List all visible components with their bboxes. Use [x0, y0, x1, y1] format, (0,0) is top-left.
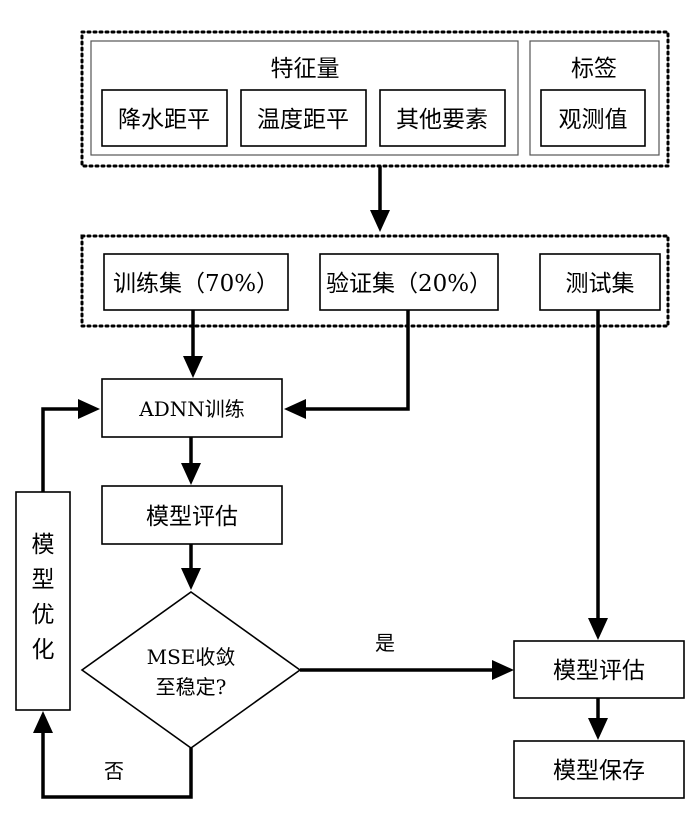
arrow-no-to-optimize [41, 731, 193, 799]
train-set-label: 训练集（70%） [113, 271, 279, 297]
input-group-border [80, 30, 670, 168]
model-save-box: 模型保存 [513, 740, 685, 799]
model-save-label: 模型保存 [553, 758, 645, 784]
arrow-optimize-to-adnn [41, 407, 80, 492]
label-title: 标签 [571, 56, 617, 82]
label-box-observed-label: 观测值 [559, 107, 628, 133]
train-set-box: 训练集（70%） [103, 253, 289, 311]
optimize-char-3: 优 [32, 602, 55, 628]
adnn-training-box: ADNN训练 [101, 378, 283, 438]
feature-box-precip: 降水距平 [101, 89, 228, 147]
optimize-char-2: 型 [32, 567, 55, 593]
test-set-box: 测试集 [539, 253, 661, 311]
convergence-decision: MSE收敛 至稳定? [80, 591, 302, 749]
feature-box-temp: 温度距平 [240, 89, 367, 147]
decision-line-2: 至稳定? [156, 675, 227, 699]
no-label: 否 [104, 759, 124, 783]
validation-set-label: 验证集（20%） [326, 271, 492, 297]
model-optimize-box: 模 型 优 化 [15, 491, 71, 711]
optimize-char-4: 化 [32, 637, 55, 663]
test-set-label: 测试集 [566, 271, 635, 297]
final-evaluation-box: 模型评估 [513, 640, 685, 699]
arrow-validation-to-adnn [304, 310, 410, 411]
arrow-test-to-final-eval-head [588, 618, 608, 640]
arrow-no-to-optimize-head [33, 711, 53, 733]
arrow-optimize-to-adnn-head [78, 399, 100, 419]
model-evaluation-label: 模型评估 [146, 504, 238, 530]
arrow-eval-to-decision-head [181, 568, 201, 590]
feature-group [90, 40, 519, 156]
feature-title: 特征量 [271, 56, 340, 82]
feature-box-temp-label: 温度距平 [257, 107, 349, 133]
yes-label: 是 [375, 631, 395, 655]
final-evaluation-label: 模型评估 [553, 658, 645, 684]
feature-box-other-label: 其他要素 [396, 107, 488, 133]
arrow-validation-to-adnn-head [284, 399, 306, 419]
optimize-char-1: 模 [32, 532, 55, 558]
arrow-to-datasets-head [370, 210, 390, 232]
arrow-yes-to-final-eval-head [492, 660, 514, 680]
arrow-adnn-to-eval-head [181, 463, 201, 485]
dataset-group-border [80, 234, 670, 328]
feature-box-precip-label: 降水距平 [118, 107, 210, 133]
decision-line-1: MSE收敛 [147, 645, 236, 669]
validation-set-box: 验证集（20%） [319, 253, 499, 311]
arrow-eval-to-save-head [588, 718, 608, 740]
label-box-observed: 观测值 [540, 89, 646, 147]
arrow-train-to-adnn-head [183, 356, 203, 378]
model-evaluation-box: 模型评估 [101, 485, 283, 545]
feature-box-other: 其他要素 [379, 89, 506, 147]
label-group [529, 40, 660, 156]
adnn-training-label: ADNN训练 [138, 397, 244, 421]
